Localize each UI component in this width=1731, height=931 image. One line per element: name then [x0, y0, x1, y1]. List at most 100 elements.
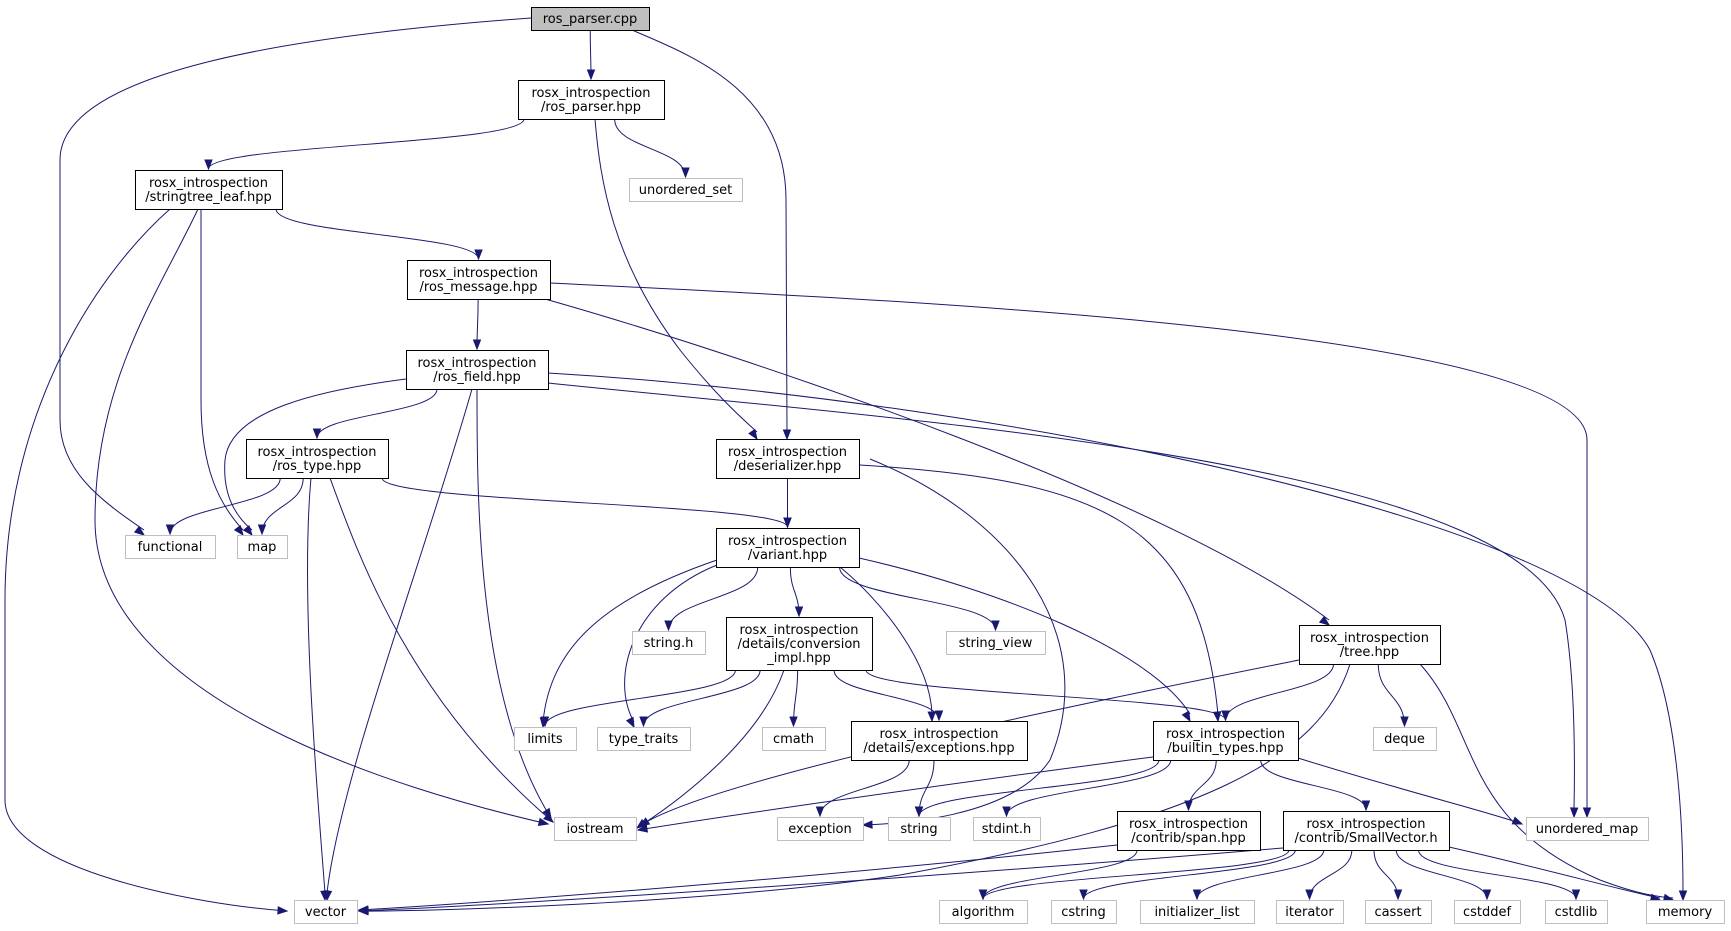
node-string-view: string_view [946, 631, 1046, 655]
node-label: cassert [1374, 905, 1421, 920]
edge-ros-type-to-functional [165, 477, 281, 536]
edge-tree-to-memory [1419, 663, 1675, 902]
node-label: /deserializer.hpp [734, 459, 841, 474]
node-span[interactable]: rosx_introspection/contrib/span.hpp [1117, 811, 1261, 851]
edge-ros-field-to-map [224, 378, 407, 537]
node-variant[interactable]: rosx_introspection/variant.hpp [716, 528, 860, 568]
edge-line [594, 118, 758, 433]
node-ros-field[interactable]: rosx_introspection/ros_field.hpp [406, 350, 549, 390]
node-stringtree-leaf[interactable]: rosx_introspection/stringtree_leaf.hpp [135, 170, 283, 210]
node-box [726, 617, 873, 671]
node-box [888, 817, 951, 841]
edge-smallvector-to-cstddef [1395, 849, 1492, 901]
node-box [554, 817, 637, 841]
arrow-head [1393, 889, 1403, 901]
node-label: initializer_list [1154, 905, 1239, 920]
node-string-h: string.h [632, 631, 706, 655]
edge-builtin-types-to-span [1184, 759, 1217, 812]
arrow-head [233, 524, 244, 537]
arrow-head [357, 906, 369, 915]
arrow-head [1678, 890, 1688, 902]
node-label: rosx_introspection [257, 445, 376, 460]
edge-ros-parser-cpp-to-ros-parser-hpp [586, 29, 596, 81]
node-label: /ros_field.hpp [433, 370, 521, 385]
node-exceptions[interactable]: rosx_introspection/details/exceptions.hp… [851, 721, 1028, 761]
node-label: string [900, 822, 937, 837]
node-ros-parser-hpp[interactable]: rosx_introspection/ros_parser.hpp [518, 80, 665, 120]
node-label: /ros_type.hpp [273, 459, 362, 474]
edge-ros-field-to-unordered-map [547, 382, 1579, 819]
edge-line [918, 759, 1160, 817]
node-box [1140, 900, 1255, 924]
node-deserializer[interactable]: rosx_introspection/deserializer.hpp [716, 439, 860, 479]
node-functional: functional [125, 535, 216, 559]
arrow-head [625, 716, 635, 729]
node-algorithm: algorithm [939, 900, 1028, 924]
edge-line [614, 118, 686, 178]
arrow-head [1400, 716, 1409, 728]
edge-line [833, 669, 940, 721]
node-initializer-list: initializer_list [1140, 900, 1255, 924]
edge-line [358, 844, 1118, 911]
edge-conversion-impl-to-limits [540, 669, 736, 728]
node-box [407, 260, 551, 300]
edge-builtin-types-to-stdint-h [1002, 759, 1172, 818]
node-smallvector[interactable]: rosx_introspection/contrib/SmallVector.h [1283, 811, 1450, 851]
arrow-head [312, 428, 322, 440]
node-builtin-types[interactable]: rosx_introspection/builtin_types.hpp [1153, 721, 1299, 761]
edge-line [549, 282, 1588, 810]
node-box [946, 631, 1046, 655]
edge-variant-to-builtin-types [858, 557, 1191, 723]
node-deque: deque [1373, 727, 1437, 751]
node-conversion-impl[interactable]: rosx_introspection/details/conversion_im… [726, 617, 873, 671]
arrow-head [1079, 889, 1088, 901]
arrow-head [472, 339, 482, 351]
node-box [1526, 817, 1649, 841]
arrow-head [934, 710, 944, 722]
node-label: ros_parser.cpp [543, 12, 638, 27]
node-box [294, 900, 358, 924]
node-label: unordered_set [639, 183, 732, 198]
node-cstddef: cstddef [1454, 900, 1521, 924]
edge-smallvector-to-memory [1448, 846, 1662, 902]
node-ros-type[interactable]: rosx_introspection/ros_type.hpp [246, 439, 389, 479]
node-box [1545, 900, 1608, 924]
edge-line [169, 477, 281, 535]
edge-smallvector-to-cstring [1079, 849, 1296, 901]
node-box [237, 535, 288, 559]
edge-smallvector-to-initializer-list [1192, 849, 1325, 901]
node-label: cstdlib [1555, 905, 1598, 920]
edge-ros-message-to-unordered-map [549, 282, 1592, 819]
edge-line [1006, 759, 1172, 817]
edge-line [1225, 663, 1334, 721]
node-ros-parser-cpp[interactable]: ros_parser.cpp [531, 7, 650, 31]
arrow-head [639, 716, 648, 728]
edge-builtin-types-to-smallvector [1260, 759, 1371, 812]
node-label: rosx_introspection [728, 445, 847, 460]
node-label: _impl.hpp [766, 651, 831, 666]
edge-line [643, 669, 761, 727]
node-box [716, 439, 860, 479]
node-ros-message[interactable]: rosx_introspection/ros_message.hpp [407, 260, 551, 300]
edge-line [865, 669, 1226, 721]
node-tree[interactable]: rosx_introspection/tree.hpp [1299, 625, 1441, 665]
edge-line [1083, 849, 1296, 900]
node-label: iterator [1285, 905, 1334, 920]
edge-line [639, 669, 785, 827]
node-box [716, 528, 860, 568]
arrow-head [1192, 889, 1202, 901]
node-label: rosx_introspection [149, 176, 268, 191]
node-box [246, 439, 389, 479]
edge-tree-to-deque [1377, 663, 1409, 728]
node-label: vector [305, 905, 347, 920]
node-box [1153, 721, 1299, 761]
edge-tree-to-builtin-types [1221, 663, 1334, 722]
node-label: /ros_message.hpp [420, 280, 538, 295]
node-box [629, 178, 743, 202]
arrow-head [586, 69, 596, 81]
node-label: memory [1658, 905, 1713, 920]
edge-line [839, 566, 996, 631]
arrow-head [1305, 889, 1314, 901]
arrow-head [636, 824, 649, 833]
node-label: /builtin_types.hpp [1167, 741, 1283, 756]
